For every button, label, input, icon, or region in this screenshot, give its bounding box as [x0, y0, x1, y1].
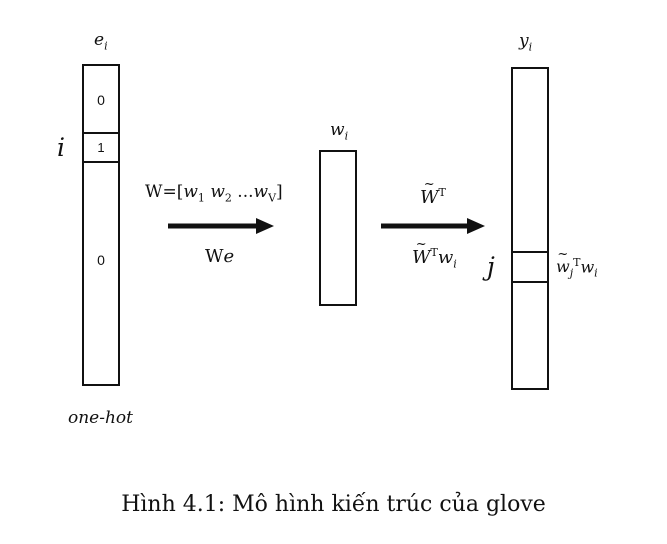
matrix-w2: w: [210, 182, 225, 202]
output-var: y: [519, 31, 529, 51]
onehot-top-value: 0: [97, 92, 105, 108]
context-W: W: [420, 187, 439, 208]
matrix-sub-V: V: [268, 191, 277, 205]
matrix-wV: w: [253, 182, 269, 202]
embedding-name: We: [205, 246, 234, 267]
product-sub-i: i: [453, 257, 457, 271]
onehot-caption: one-hot: [68, 408, 134, 428]
context-tilde: ~: [423, 177, 435, 192]
embedding-vector-sub: i: [344, 129, 349, 143]
embedding-vector-label: wi: [330, 120, 348, 142]
embedding-matrix-label: W=[w1 w2 ...wV]: [145, 182, 283, 204]
matrix-sub-2: 2: [224, 191, 232, 205]
embedding-vector-var: w: [330, 120, 345, 140]
cell-T: T: [573, 256, 581, 269]
arrow-embedding-head: [256, 218, 274, 234]
figure-caption: Hình 4.1: Mô hình kiến trúc của glove: [121, 492, 546, 517]
onehot-index-label: i: [57, 133, 65, 162]
onehot-selected-value: 1: [97, 140, 105, 155]
onehot-vector: [82, 64, 120, 386]
context-matrix-label: ~WT: [420, 178, 446, 208]
embedding-vector: [319, 150, 357, 306]
onehot-label-var: e: [94, 30, 105, 50]
product-tilde: ~: [415, 237, 427, 252]
output-label: yi: [519, 31, 532, 53]
matrix-w1: w: [183, 182, 198, 202]
product-W: W: [412, 247, 431, 268]
output-vector: [511, 67, 549, 390]
embedding-name-W: W: [205, 246, 224, 267]
onehot-label: ei: [94, 30, 108, 52]
cell-sub-i: i: [594, 266, 598, 280]
output-selected-cell: [511, 251, 549, 283]
matrix-ellipsis: ...: [237, 182, 254, 202]
cell-w: w: [556, 257, 570, 277]
output-index-label: j: [487, 252, 495, 281]
context-product-label: ~WTwi: [412, 238, 457, 271]
matrix-prefix: W=[: [145, 182, 184, 202]
arrow-context-head: [467, 218, 485, 234]
onehot-label-sub: i: [104, 39, 108, 53]
context-T: T: [438, 186, 446, 199]
onehot-bottom-value: 0: [97, 252, 105, 268]
arrow-embedding: [168, 218, 274, 234]
output-cell-label: ~wjTwi: [556, 248, 598, 280]
product-T: T: [430, 246, 438, 259]
embedding-name-e: e: [223, 246, 235, 267]
onehot-selected-cell: [82, 132, 120, 163]
product-w: w: [437, 247, 454, 268]
cell-w2: w: [580, 257, 595, 277]
cell-tilde: ~: [557, 247, 569, 263]
matrix-suffix: ]: [276, 182, 283, 202]
cell-sub-j: j: [569, 266, 574, 280]
arrow-context: [381, 218, 485, 234]
output-sub: i: [528, 40, 533, 54]
matrix-sub-1: 1: [197, 191, 205, 205]
